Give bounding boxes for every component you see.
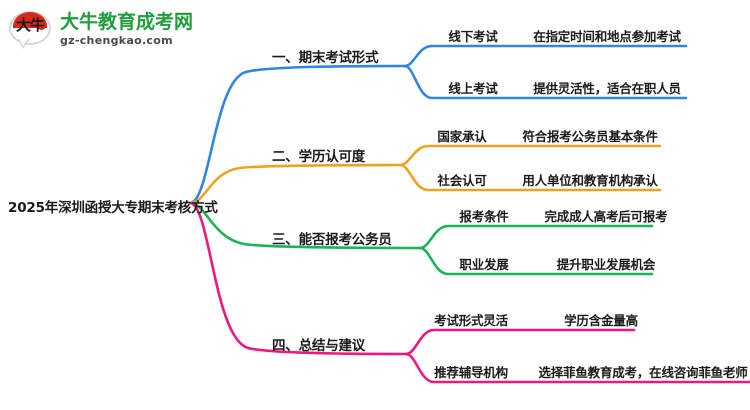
branch-label-1[interactable]: 一、期末考试形式	[272, 50, 379, 66]
subbranch-label-4-2[interactable]: 推荐辅导机构	[434, 365, 508, 380]
logo-wordmark: 大牛教育成考网 gz-chengkao.com	[60, 11, 194, 48]
subbranch-desc-1-2: 提供灵活性，适合在职人员	[533, 81, 681, 96]
logo-bubble-icon: 大牛	[8, 9, 54, 51]
subbranch-label-2-2[interactable]: 社会认可	[437, 173, 487, 188]
logo-name-en: gz-chengkao.com	[60, 34, 173, 48]
subbranch-desc-4-1: 学历含金量高	[564, 313, 638, 328]
subbranch-desc-2-2: 用人单位和教育机构承认	[522, 173, 658, 188]
branch-2-wires	[188, 144, 662, 205]
subbranch-label-3-2[interactable]: 职业发展	[459, 257, 509, 272]
subbranch-label-1-1[interactable]: 线下考试	[448, 29, 498, 44]
subbranch-label-1-2[interactable]: 线上考试	[448, 81, 498, 96]
subbranch-label-4-1[interactable]: 考试形式灵活	[434, 313, 508, 328]
subbranch-label-3-1[interactable]: 报考条件	[459, 209, 509, 224]
subbranch-desc-4-2: 选择菲鱼教育成考，在线咨询菲鱼老师	[538, 365, 748, 380]
logo-mark-text: 大牛	[15, 16, 45, 34]
logo-name-cn: 大牛教育成考网	[60, 11, 194, 34]
logo-bubble-tail-inner	[19, 38, 29, 46]
branch-label-2[interactable]: 二、学历认可度	[272, 149, 366, 165]
subbranch-label-2-1[interactable]: 国家承认	[437, 129, 487, 144]
logo-red-dot	[37, 21, 46, 30]
root-title: 2025年深圳函授大专期末考核方式	[8, 200, 218, 216]
subbranch-desc-3-2: 提升职业发展机会	[556, 257, 656, 272]
branch-1-wires	[188, 44, 688, 205]
site-logo: 大牛 大牛教育成考网 gz-chengkao.com	[8, 6, 208, 54]
branch-4-wires	[188, 201, 750, 384]
subbranch-desc-3-1: 完成成人高考后可报考	[544, 209, 668, 224]
branch-3-wires	[188, 201, 654, 276]
subbranch-desc-1-1: 在指定时间和地点参加考试	[533, 29, 681, 44]
branch-label-3[interactable]: 三、能否报考公务员	[272, 232, 392, 248]
subbranch-desc-2-1: 符合报考公务员基本条件	[522, 129, 658, 144]
branch-label-4[interactable]: 四、总结与建议	[272, 338, 366, 354]
